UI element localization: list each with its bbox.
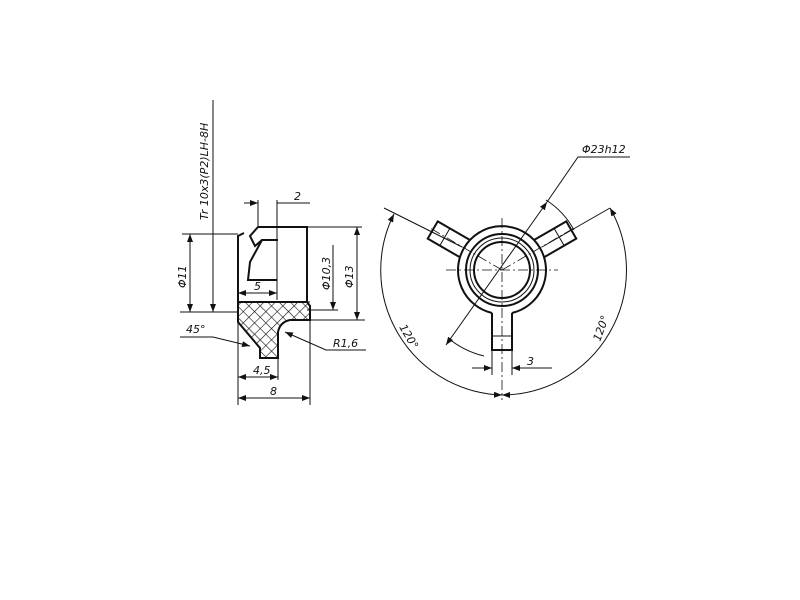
dim-length-4-5: 4,5 bbox=[253, 364, 271, 377]
dim-dia-11: Φ11 bbox=[176, 265, 189, 288]
dim-length-8: 8 bbox=[270, 385, 277, 398]
plan-view: Φ23h12 120° 120° 3 bbox=[380, 143, 630, 400]
dim-dia-10-3: Φ10,3 bbox=[320, 257, 333, 290]
thread-label: Tr 10x3(P2)LH-8H bbox=[198, 123, 211, 220]
section-view: Tr 10x3(P2)LH-8H 2 Φ11 5 bbox=[176, 100, 366, 405]
dim-length-5: 5 bbox=[254, 280, 261, 293]
dim-dia-13: Φ13 bbox=[343, 265, 356, 288]
dim-radius: R1,6 bbox=[333, 337, 358, 350]
dim-angle-right: 120° bbox=[591, 314, 612, 343]
dim-angle-45: 45° bbox=[186, 323, 206, 336]
dim-arm-width: 3 bbox=[527, 355, 534, 368]
dim-outer-dia: Φ23h12 bbox=[582, 143, 626, 156]
hatched-section bbox=[237, 301, 311, 359]
dim-slot-width: 2 bbox=[294, 190, 301, 203]
